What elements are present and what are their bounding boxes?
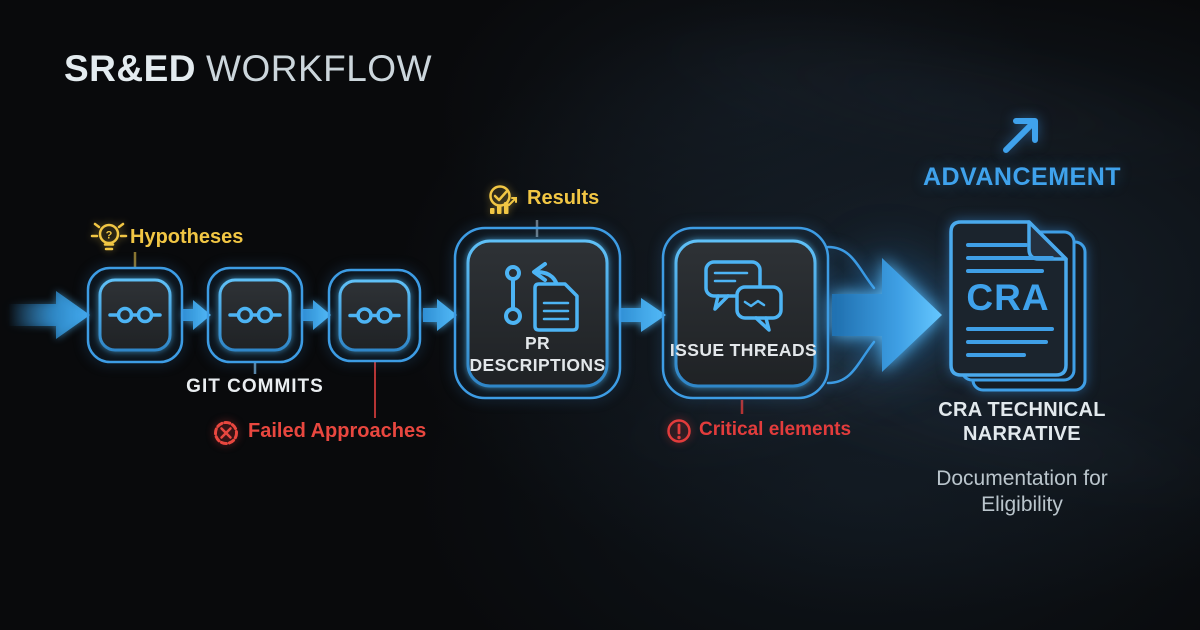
document-stack-icon bbox=[949, 220, 1087, 392]
cra-narrative-label: CRA TECHNICAL NARRATIVE bbox=[938, 399, 1106, 446]
lightbulb-question-icon: ? bbox=[90, 222, 128, 251]
funnel-curve-top bbox=[826, 245, 876, 290]
page-title-primary: SR&ED bbox=[64, 48, 197, 89]
entry-arrow bbox=[8, 291, 90, 339]
page-title-secondary: WORKFLOW bbox=[206, 48, 433, 89]
advancement-label: ADVANCEMENT bbox=[922, 163, 1122, 191]
results-label: Results bbox=[527, 187, 600, 209]
pr-descriptions-node bbox=[453, 226, 622, 400]
pull-request-document-icon bbox=[504, 262, 579, 332]
hypotheses-label: Hypotheses bbox=[130, 226, 244, 248]
svg-text:?: ? bbox=[106, 230, 113, 242]
pr-descriptions-label: PR DESCRIPTIONS bbox=[469, 333, 606, 375]
alert-circle-icon bbox=[667, 419, 691, 443]
issue-threads-label: ISSUE THREADS bbox=[669, 340, 818, 360]
git-commit-icon bbox=[108, 306, 162, 324]
git-commits-label: GIT COMMITS bbox=[186, 376, 324, 397]
arrow-up-right-icon bbox=[1003, 118, 1038, 153]
critical-elements-label: Critical elements bbox=[699, 419, 852, 440]
eligibility-subtitle: Documentation for Eligibility bbox=[936, 467, 1108, 517]
chat-threads-icon bbox=[704, 260, 783, 332]
gear-x-icon bbox=[214, 421, 238, 445]
git-commit-node bbox=[86, 266, 184, 364]
funnel-curve-bottom bbox=[826, 340, 876, 385]
git-commit-node bbox=[206, 266, 304, 364]
arrow-commit2-commit3 bbox=[303, 300, 331, 330]
git-commit-node bbox=[327, 268, 422, 363]
issue-threads-node bbox=[661, 226, 830, 400]
arrow-commit3-pr bbox=[423, 299, 457, 331]
git-commit-icon bbox=[228, 306, 282, 324]
git-commit-icon bbox=[348, 307, 401, 324]
failed-approaches-label: Failed Approaches bbox=[248, 420, 427, 442]
chart-check-icon bbox=[489, 185, 517, 214]
arrow-pr-issue bbox=[619, 298, 666, 332]
big-outcome-arrow bbox=[832, 258, 942, 372]
arrow-commit1-commit2 bbox=[183, 300, 211, 330]
cra-document-label: CRA bbox=[966, 277, 1050, 318]
